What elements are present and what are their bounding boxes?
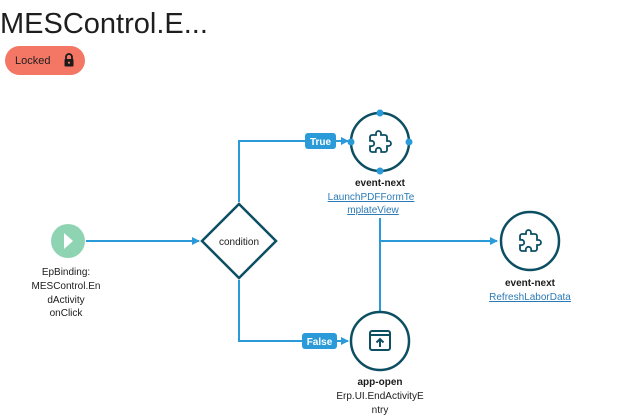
connection-handle-right[interactable]: [405, 138, 413, 146]
launch-pdf-link-line-2[interactable]: mplateView: [347, 205, 399, 216]
locked-badge[interactable]: Locked: [5, 46, 85, 75]
locked-badge-label: Locked: [15, 54, 51, 67]
play-icon: [64, 233, 73, 249]
connector-condition-to-false: [238, 280, 349, 345]
connectors: [86, 137, 498, 345]
app-open-node[interactable]: app-open Erp.UI.EndActivityE ntry: [336, 310, 424, 416]
connection-handle-bottom[interactable]: [376, 167, 384, 175]
connector-true-to-refresh: [379, 218, 498, 245]
open-in-app-icon: [369, 330, 391, 351]
refresh-labor-node-type: event-next: [505, 278, 556, 289]
app-open-line-1: Erp.UI.EndActivityE: [336, 391, 424, 402]
page-title: MESControl.E...: [0, 8, 208, 40]
start-node-line-1: EpBinding:: [42, 267, 90, 278]
launch-pdf-node-type: event-next: [355, 178, 406, 189]
app-open-node-type: app-open: [358, 377, 403, 388]
condition-diamond: [200, 202, 278, 280]
connection-handle-left[interactable]: [347, 138, 355, 146]
puzzle-piece-icon: [519, 229, 542, 252]
condition-node[interactable]: condition: [200, 202, 278, 280]
condition-label: condition: [219, 237, 259, 248]
false-branch-label: False: [307, 337, 333, 348]
launch-pdf-link-line-1[interactable]: LaunchPDFFormTe: [328, 192, 415, 203]
false-branch-badge: False: [302, 333, 337, 349]
start-node-line-3: dActivity: [47, 295, 84, 306]
true-branch-label: True: [310, 137, 332, 148]
true-branch-badge: True: [305, 133, 336, 149]
lock-icon: [64, 53, 74, 67]
refresh-labor-node[interactable]: event-next RefreshLaborData: [489, 210, 571, 303]
start-node[interactable]: EpBinding: MESControl.En dActivity onCli…: [32, 224, 101, 319]
launch-pdf-node-circle: [349, 111, 411, 173]
connection-handle-top[interactable]: [376, 109, 384, 117]
launch-pdf-node[interactable]: event-next LaunchPDFFormTe mplateView: [328, 109, 415, 217]
refresh-labor-node-circle: [499, 210, 561, 272]
refresh-labor-link[interactable]: RefreshLaborData: [489, 292, 571, 303]
puzzle-piece-icon: [369, 130, 392, 153]
app-open-line-2: ntry: [372, 405, 389, 416]
start-node-line-4: onClick: [50, 308, 84, 319]
start-node-line-2: MESControl.En: [32, 281, 101, 292]
